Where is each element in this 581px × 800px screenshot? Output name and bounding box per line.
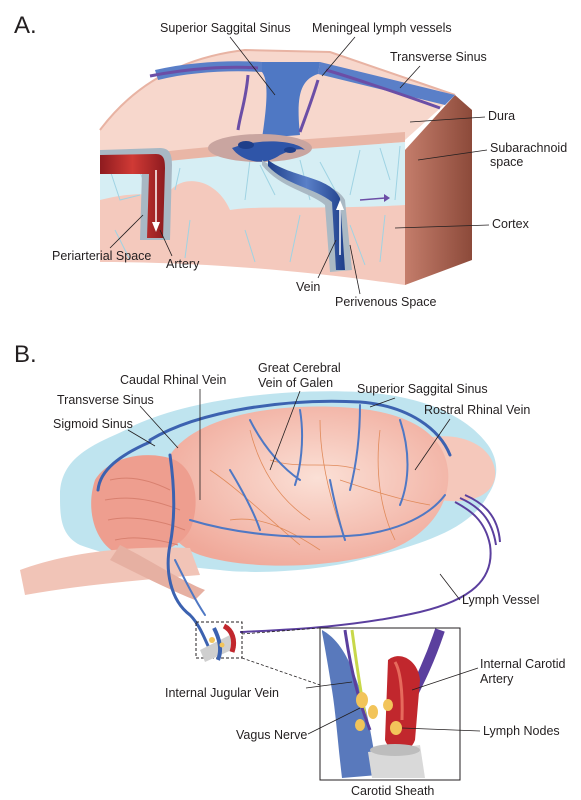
label-vein: Vein [296, 280, 320, 294]
label-lymph-vessel: Lymph Vessel [462, 593, 539, 607]
label-superior-sagittal-sinus-b: Superior Saggital Sinus [357, 382, 488, 396]
label-lymph-nodes: Lymph Nodes [483, 724, 560, 738]
meninges-block [100, 50, 472, 285]
label-periarterial-space: Periarterial Space [52, 249, 151, 263]
label-artery: Artery [166, 257, 200, 271]
label-great-cerebral-line1: Great Cerebral [258, 361, 341, 375]
label-transverse-sinus-b: Transverse Sinus [57, 393, 154, 407]
label-internal-carotid-line1: Internal Carotid [480, 657, 566, 671]
label-cortex: Cortex [492, 217, 530, 231]
label-meningeal-lymph-vessels: Meningeal lymph vessels [312, 21, 452, 35]
label-internal-jugular-vein: Internal Jugular Vein [165, 686, 279, 700]
label-sigmoid-sinus: Sigmoid Sinus [53, 417, 133, 431]
neck-vessels-small [200, 626, 236, 662]
label-perivenous-space: Perivenous Space [335, 295, 437, 309]
label-caudal-rhinal-vein: Caudal Rhinal Vein [120, 373, 226, 387]
panel-b-letter: B. [14, 341, 37, 368]
label-subarachnoid-line1: Subarachnoid [490, 141, 567, 155]
label-superior-sagittal-sinus-a: Superior Saggital Sinus [160, 21, 291, 35]
label-dura: Dura [488, 109, 515, 123]
label-great-cerebral-line2: Vein of Galen [258, 376, 333, 390]
label-rostral-rhinal-vein: Rostral Rhinal Vein [424, 403, 530, 417]
label-carotid-sheath: Carotid Sheath [351, 784, 434, 798]
label-transverse-sinus-a: Transverse Sinus [390, 50, 487, 64]
label-vagus-nerve: Vagus Nerve [236, 728, 307, 742]
carotid-inset [320, 628, 460, 780]
label-internal-carotid-line2: Artery [480, 672, 514, 686]
label-subarachnoid-line2: space [490, 155, 523, 169]
panel-a-letter: A. [14, 12, 37, 39]
